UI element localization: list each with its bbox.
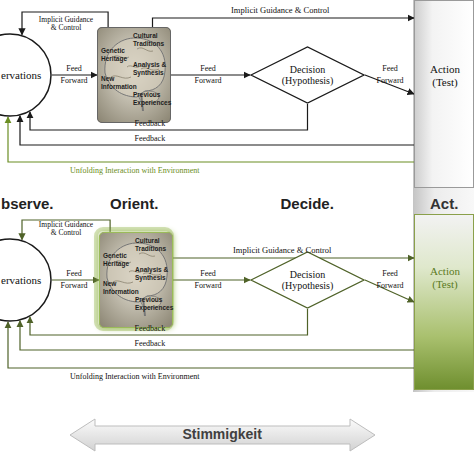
text-holder: Action (Test) xyxy=(415,215,474,391)
double-arrow xyxy=(70,419,375,451)
decision-diamond: Decision (Hypothesis) xyxy=(250,251,365,309)
edge-label: Implicit Guidance & Control xyxy=(36,221,96,238)
flow-connector xyxy=(52,74,97,75)
flow-connector xyxy=(153,18,415,27)
edge-label: Feedback xyxy=(135,340,166,349)
orient-factor: New Information xyxy=(103,280,133,295)
edge-label: Unfolding Interaction with Environment xyxy=(70,373,200,382)
edge-label: Feedback xyxy=(135,120,166,129)
decision-diamond: Decision (Hypothesis) xyxy=(250,46,365,104)
edge-label: Feed Forward xyxy=(373,63,407,87)
text-holder: Decision (Hypothesis) xyxy=(272,46,344,104)
flow-connector xyxy=(8,117,414,162)
edge-label: Feed Forward xyxy=(57,268,91,292)
orient-factor: Genetic Heritage xyxy=(103,252,133,267)
text-holder: Genetic HeritageCultural TraditionsNew I… xyxy=(100,233,172,327)
edge-label: Feed Forward xyxy=(191,268,225,292)
act-column xyxy=(413,0,474,392)
flow-connector xyxy=(22,220,110,240)
text-holder: Decision (Hypothesis) xyxy=(272,251,344,309)
axis-label: Stimmigkeit xyxy=(183,427,262,442)
diamond-shape xyxy=(251,47,364,103)
node-label: Decision (Hypothesis) xyxy=(272,269,344,292)
flow-connector xyxy=(171,74,250,75)
orient-factor: Cultural Traditions xyxy=(135,237,171,252)
diamond-shape xyxy=(251,252,364,308)
edge-label: Feed Forward xyxy=(191,63,225,87)
flow-connector xyxy=(30,309,308,335)
brain-illustration xyxy=(99,232,173,328)
node-label: ervations xyxy=(1,274,41,286)
observe-circle: ervations xyxy=(0,33,52,117)
phase-header: bserve. xyxy=(1,196,54,213)
phase-header: Orient. xyxy=(110,196,158,213)
node-label: ervations xyxy=(1,69,41,81)
flow-connector xyxy=(30,104,308,130)
brain-illustration xyxy=(97,27,171,123)
flow-connector xyxy=(22,12,108,35)
orient-box: Genetic HeritageCultural TraditionsNew I… xyxy=(99,232,173,328)
observe-circle: ervations xyxy=(0,238,52,322)
edge-label: Implicit Guidance & Control xyxy=(233,246,331,255)
glow-frame xyxy=(96,229,172,329)
edge-label: Feedback xyxy=(135,325,166,334)
action-box: Action (Test) xyxy=(414,0,474,188)
text-holder: Action (Test) xyxy=(415,1,474,189)
orient-factor: Analysis & Synthesis xyxy=(133,61,171,76)
circle-shape xyxy=(0,239,51,321)
edge-label: Feed Forward xyxy=(57,63,91,87)
orient-factor: Cultural Traditions xyxy=(133,32,169,47)
flow-connector xyxy=(20,321,414,350)
edge-label: Feed Forward xyxy=(373,268,407,292)
flow-connector xyxy=(173,279,250,280)
edge-label: Feedback xyxy=(135,135,166,144)
phase-header: Act. xyxy=(430,196,458,213)
orient-factor: Genetic Heritage xyxy=(101,47,131,62)
node-label: Action (Test) xyxy=(420,265,470,291)
orient-factor: New Information xyxy=(101,75,131,90)
phase-header: Decide. xyxy=(281,196,334,213)
edge-label: Implicit Guidance & Control xyxy=(231,6,329,15)
edge-label: Implicit Guidance & Control xyxy=(36,16,96,33)
orient-factor: Previous Experiences xyxy=(133,91,171,106)
text-holder: ervations xyxy=(1,238,41,322)
node-label: Action (Test) xyxy=(420,63,470,89)
orient-factor: Previous Experiences xyxy=(135,296,173,311)
flow-connector xyxy=(8,322,414,368)
orient-box: Genetic HeritageCultural TraditionsNew I… xyxy=(97,27,171,123)
flow-connector xyxy=(52,279,99,280)
action-box: Action (Test) xyxy=(414,214,474,390)
brain-backdrop xyxy=(99,232,173,328)
node-label: Decision (Hypothesis) xyxy=(272,64,344,87)
brain-backdrop xyxy=(97,27,171,123)
circle-shape xyxy=(0,34,51,116)
text-holder: Genetic HeritageCultural TraditionsNew I… xyxy=(98,28,170,122)
flow-connector xyxy=(20,116,414,145)
orient-factor: Analysis & Synthesis xyxy=(135,266,173,281)
edge-label: Unfolding Interaction with Environment xyxy=(70,167,200,176)
text-holder: ervations xyxy=(1,33,41,117)
